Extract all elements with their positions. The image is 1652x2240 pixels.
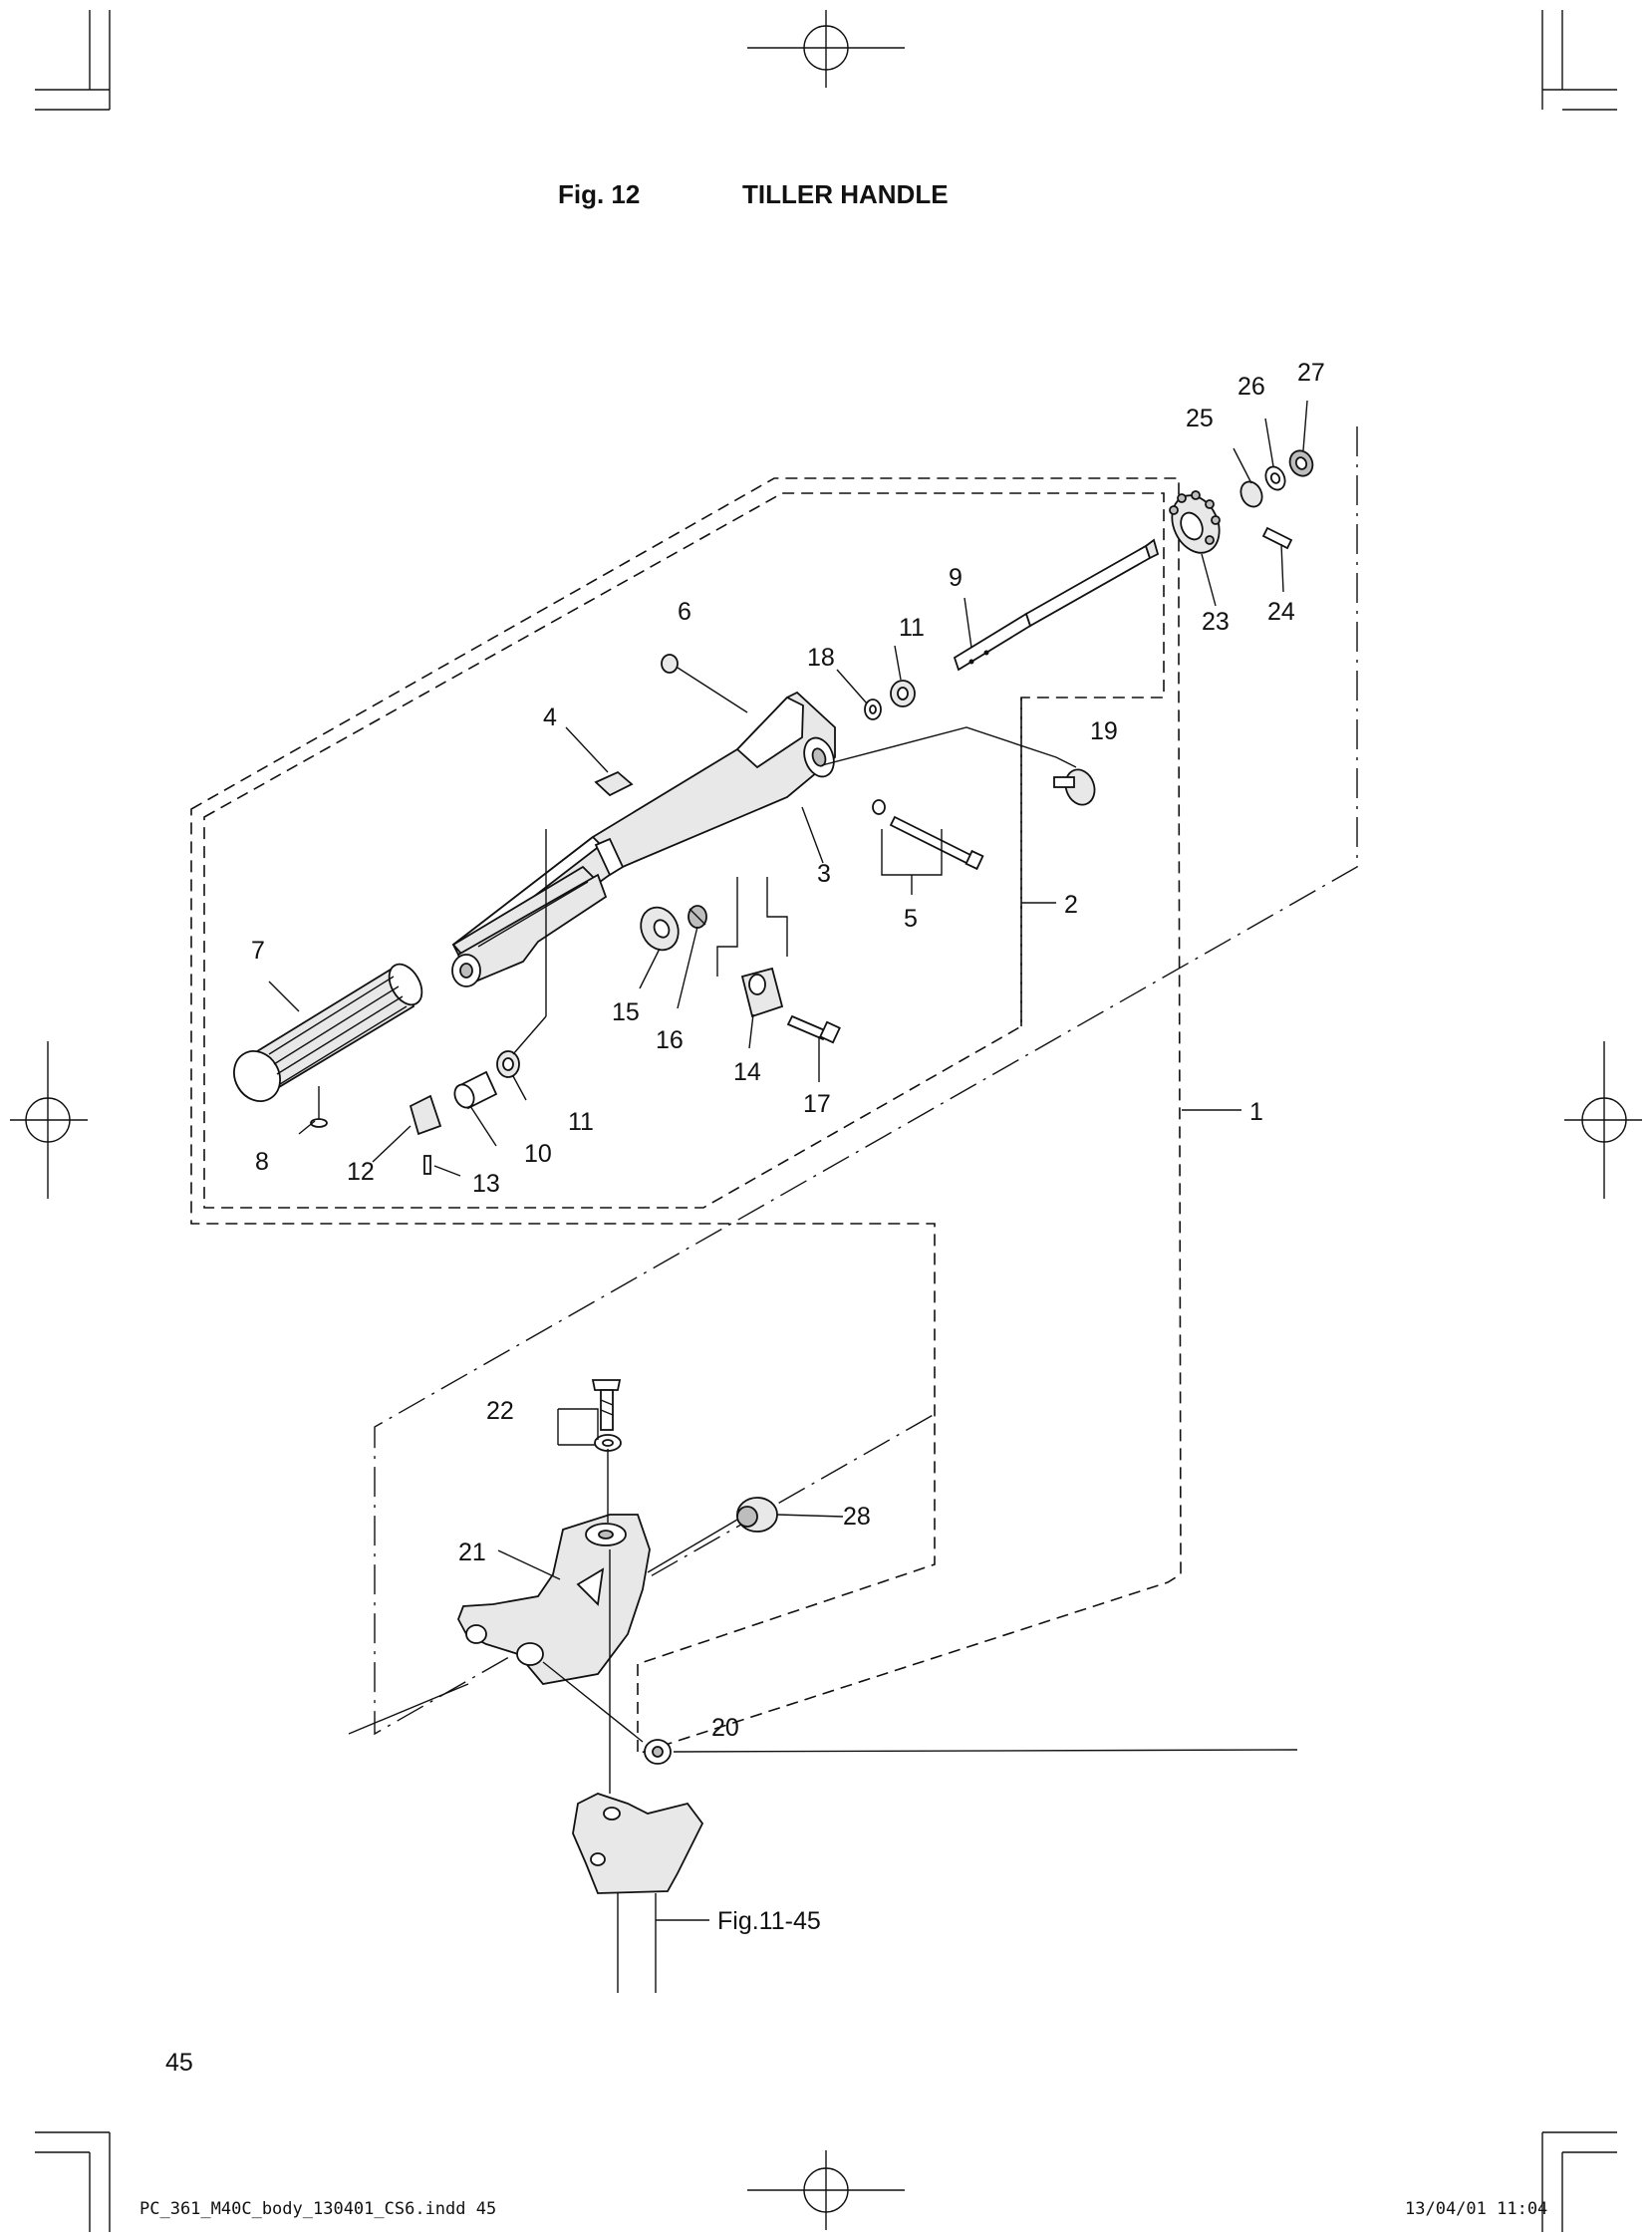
registration-target-right bbox=[1564, 1041, 1642, 1199]
washer-20 bbox=[644, 1739, 672, 1765]
callout-7: 7 bbox=[251, 937, 265, 965]
friction-clamp-14 bbox=[740, 967, 784, 1018]
callout-10: 10 bbox=[524, 1140, 552, 1168]
spring-16 bbox=[688, 905, 707, 929]
callout-8: 8 bbox=[255, 1148, 269, 1176]
registration-target-bottom bbox=[747, 2150, 905, 2230]
callout-fig-reference: Fig.11-45 bbox=[717, 1907, 821, 1935]
throttle-grip bbox=[233, 963, 423, 1102]
callout-11-upper: 11 bbox=[899, 614, 925, 642]
callout-26: 26 bbox=[1238, 373, 1265, 401]
grip-screw-8 bbox=[310, 1086, 328, 1128]
throttle-shaft bbox=[953, 538, 1160, 672]
bracket-21 bbox=[457, 1514, 651, 1685]
callout-3: 3 bbox=[817, 860, 831, 888]
callout-11-lower: 11 bbox=[568, 1108, 594, 1136]
callout-2: 2 bbox=[1064, 891, 1078, 919]
throttle-tube bbox=[451, 873, 608, 987]
knob-19 bbox=[1053, 768, 1096, 806]
washer-26 bbox=[1264, 465, 1286, 491]
friction-piece-15 bbox=[640, 906, 680, 952]
sleeve-10 bbox=[453, 1070, 498, 1110]
callout-14: 14 bbox=[733, 1058, 761, 1086]
registration-target-top bbox=[747, 10, 905, 88]
footer-timestamp: 13/04/01 11:04 bbox=[1405, 2199, 1547, 2219]
grommet-28 bbox=[736, 1497, 778, 1533]
callout-22: 22 bbox=[486, 1397, 514, 1425]
callout-9: 9 bbox=[949, 564, 963, 592]
callout-18: 18 bbox=[807, 644, 835, 672]
steering-head-reference bbox=[572, 1793, 704, 1993]
callout-1: 1 bbox=[1249, 1098, 1263, 1126]
nut-27 bbox=[1288, 449, 1314, 477]
boundary-outer-tiller bbox=[190, 477, 1182, 1756]
callout-5: 5 bbox=[904, 905, 918, 933]
callout-4: 4 bbox=[543, 703, 557, 731]
washer-18 bbox=[864, 699, 882, 720]
bushing-11-lower bbox=[496, 1050, 520, 1078]
footer-file-name: PC_361_M40C_body_130401_CS6.indd 45 bbox=[139, 2199, 496, 2219]
callout-20: 20 bbox=[711, 1714, 739, 1742]
plate-4 bbox=[594, 770, 634, 797]
boundary-bracket bbox=[374, 426, 1358, 1736]
bolt-22 bbox=[591, 1379, 622, 1452]
callout-17: 17 bbox=[803, 1090, 831, 1118]
registration-target-left bbox=[10, 1041, 88, 1199]
leader-lines bbox=[268, 400, 1308, 1921]
callout-13: 13 bbox=[472, 1170, 500, 1198]
callout-labels: 1 2 3 4 5 6 7 8 9 10 11 11 12 13 14 15 1… bbox=[251, 359, 1325, 1935]
pin-24 bbox=[1261, 526, 1293, 550]
callout-12: 12 bbox=[347, 1158, 375, 1186]
assembly-boundaries bbox=[190, 426, 1358, 1756]
callout-6: 6 bbox=[678, 598, 691, 626]
callout-19: 19 bbox=[1090, 717, 1118, 745]
callout-28: 28 bbox=[843, 1503, 871, 1531]
bolt-17 bbox=[786, 1014, 841, 1044]
washer-25 bbox=[1239, 480, 1263, 508]
callout-16: 16 bbox=[656, 1026, 684, 1054]
callout-25: 25 bbox=[1186, 405, 1214, 432]
page-number: 45 bbox=[165, 2049, 193, 2077]
bolt-5 bbox=[872, 799, 984, 871]
collar-12 bbox=[409, 1094, 442, 1136]
callout-27: 27 bbox=[1297, 359, 1325, 387]
pin-13 bbox=[423, 1155, 431, 1175]
figure-number: Fig. 12 bbox=[558, 179, 640, 209]
bushing-11-upper bbox=[890, 680, 916, 707]
figure-title: TILLER HANDLE bbox=[742, 179, 949, 209]
gear-23 bbox=[1169, 490, 1221, 554]
callout-15: 15 bbox=[612, 998, 640, 1026]
nut-6 bbox=[661, 654, 679, 674]
callout-24: 24 bbox=[1267, 598, 1295, 626]
callout-21: 21 bbox=[458, 1539, 486, 1566]
crop-marks bbox=[35, 10, 1617, 2232]
callout-23: 23 bbox=[1202, 608, 1230, 636]
